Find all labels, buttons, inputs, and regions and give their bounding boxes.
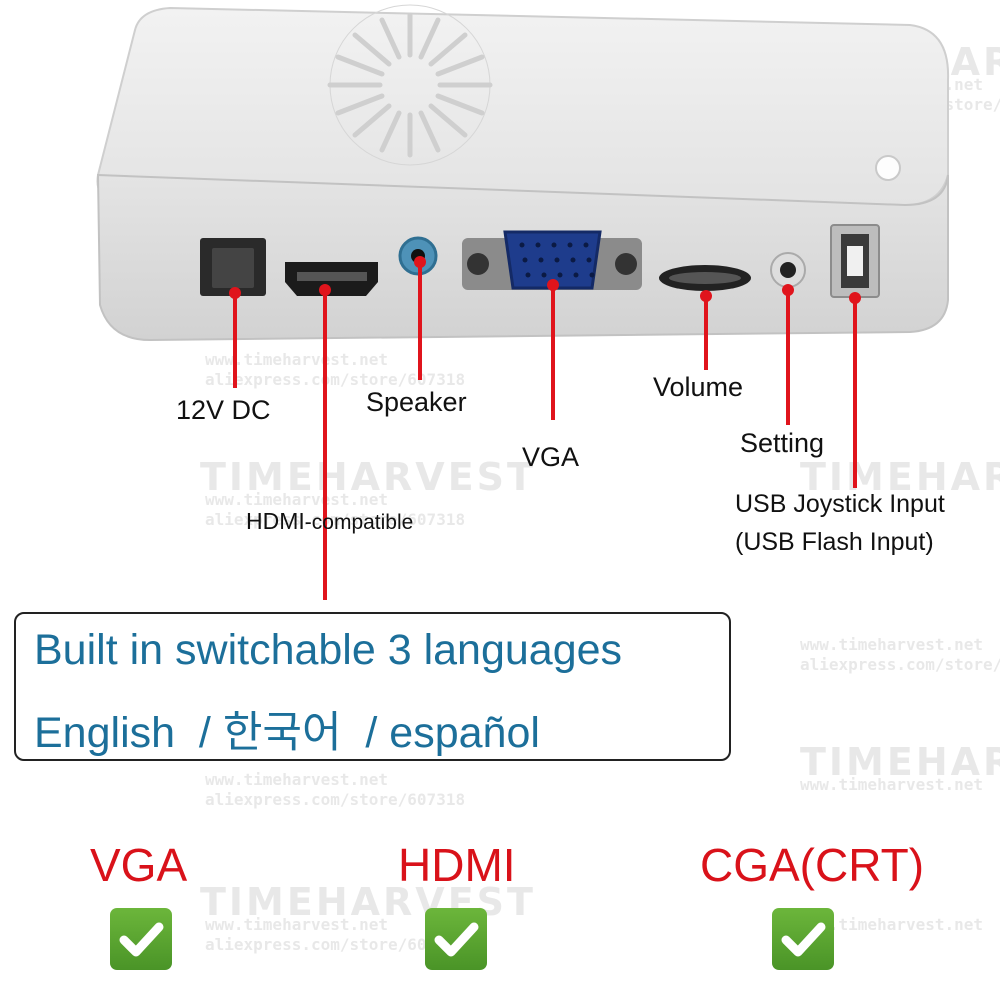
usb-label-line1: USB Joystick Input (735, 490, 945, 518)
watermark-url: www.timeharvest.net (800, 635, 984, 654)
screw-hole-icon (875, 155, 901, 181)
device-top (96, 6, 950, 207)
speaker-label: Speaker (366, 387, 467, 417)
device-illustration (96, 4, 950, 600)
vga-label: VGA (522, 442, 580, 472)
watermark-url: www.timeharvest.net (205, 915, 389, 934)
output-vga-label: VGA (90, 839, 188, 891)
watermark-brand: TIMEHARVEST (800, 740, 1000, 784)
setting-button-icon (770, 252, 806, 288)
vent-icon (327, 4, 493, 166)
output-cga-label: CGA(CRT) (700, 839, 925, 891)
check-icon (110, 908, 172, 970)
hdmi-port-icon (285, 262, 378, 296)
dc-label: 12V DC (176, 395, 271, 425)
usb-port-icon (830, 224, 880, 298)
vga-port-icon (462, 230, 642, 290)
usb-label-line2: (USB Flash Input) (735, 528, 934, 556)
languages-box: Built in switchable 3 languages English … (14, 612, 731, 761)
hdmi-label: HDMI-compatible (246, 508, 413, 535)
volume-knob-icon (659, 265, 751, 291)
watermark-url: aliexpress.com/store/607318 (800, 655, 1000, 674)
dc-jack-icon (200, 238, 266, 296)
setting-label: Setting (740, 428, 825, 458)
check-icon (772, 908, 834, 970)
languages-list: English / 한국어 / español (34, 709, 540, 757)
volume-label: Volume (653, 372, 744, 402)
hdmi-label-main: HDMI (246, 508, 305, 534)
watermark-url: www.timeharvest.net (205, 770, 389, 789)
hdmi-label-suffix: -compatible (304, 511, 414, 534)
watermark-url: aliexpress.com/store/607318 (205, 790, 466, 809)
hdmi-callout-line (323, 340, 327, 502)
languages-headline: Built in switchable 3 languages (34, 626, 623, 674)
check-icon (425, 908, 487, 970)
watermark-url: www.timeharvest.net (800, 775, 984, 794)
output-hdmi-label: HDMI (398, 839, 516, 891)
